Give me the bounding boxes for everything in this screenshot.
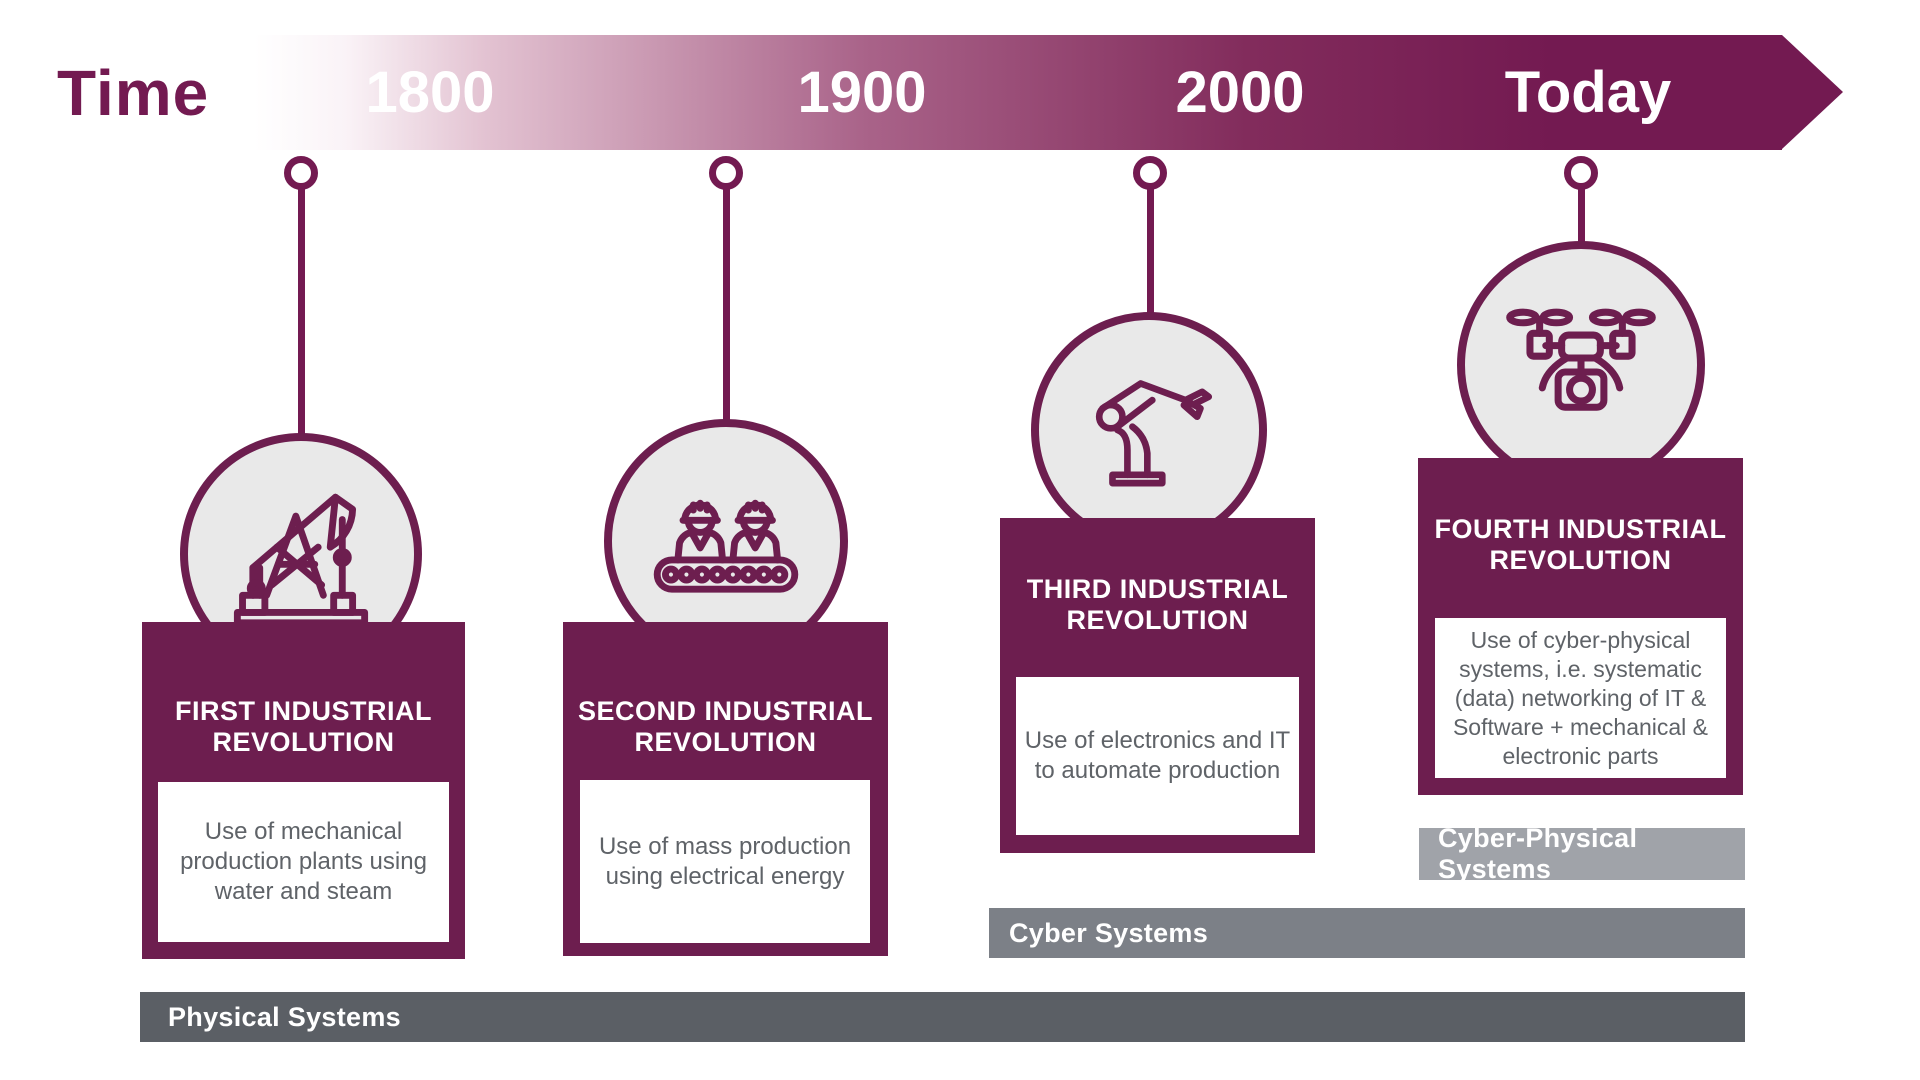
- era-circle-4: [1457, 241, 1705, 489]
- timeline-gradient-bar: [254, 35, 1782, 150]
- system-bar-cyber: Cyber Systems: [989, 908, 1745, 958]
- oil-pumpjack-icon: [233, 493, 369, 627]
- marker-stem-1: [297, 188, 305, 438]
- timeline-marker-3: [1133, 156, 1167, 190]
- marker-stem-4: [1577, 188, 1585, 246]
- year-label-1800: 1800: [365, 60, 495, 125]
- system-bar-label: Cyber-Physical Systems: [1438, 823, 1638, 884]
- card-title-line2: REVOLUTION: [1066, 605, 1249, 635]
- card-title: FIRST INDUSTRIAL REVOLUTION: [142, 696, 465, 758]
- timeline-marker-4: [1564, 156, 1598, 190]
- system-bar-cyber-physical: Cyber-Physical Systems: [1419, 823, 1745, 884]
- card-title-line1: THIRD INDUSTRIAL: [1026, 574, 1289, 604]
- system-bar-physical: Physical Systems: [140, 992, 1745, 1042]
- card-title-line1: FIRST INDUSTRIAL: [175, 696, 432, 726]
- card-title-line2: REVOLUTION: [1489, 545, 1672, 575]
- drone-icon: [1506, 308, 1656, 411]
- timeline-arrowhead: [1782, 35, 1843, 149]
- year-label-2000: 2000: [1175, 60, 1305, 125]
- era-circle-3: [1031, 312, 1267, 548]
- year-label-1900: 1900: [797, 60, 927, 125]
- system-bar-label: Cyber Systems: [1009, 917, 1209, 948]
- marker-stem-3: [1146, 188, 1154, 317]
- timeline-marker-2: [709, 156, 743, 190]
- card-title-line1: SECOND INDUSTRIAL: [577, 696, 873, 726]
- card-title: SECOND INDUSTRIAL REVOLUTION: [563, 696, 888, 758]
- card-title: THIRD INDUSTRIAL REVOLUTION: [1000, 574, 1315, 636]
- card-title: FOURTH INDUSTRIAL REVOLUTION: [1418, 514, 1743, 576]
- card-title-line2: REVOLUTION: [212, 727, 395, 757]
- card-description: Use of cyber-physical systems, i.e. syst…: [1435, 618, 1726, 778]
- system-bar-label: Physical Systems: [168, 1001, 401, 1032]
- card-description: Use of mass production using electrical …: [580, 780, 870, 943]
- card-third-industrial-revolution: THIRD INDUSTRIAL REVOLUTION Use of elect…: [1000, 518, 1315, 853]
- timeline-marker-1: [284, 156, 318, 190]
- robot-arm-icon: [1095, 380, 1213, 487]
- card-first-industrial-revolution: FIRST INDUSTRIAL REVOLUTION Use of mecha…: [142, 622, 465, 959]
- card-second-industrial-revolution: SECOND INDUSTRIAL REVOLUTION Use of mass…: [563, 622, 888, 956]
- card-fourth-industrial-revolution: FOURTH INDUSTRIAL REVOLUTION Use of cybe…: [1418, 458, 1743, 795]
- card-description: Use of electronics and IT to automate pr…: [1016, 677, 1299, 835]
- marker-stem-2: [722, 188, 730, 424]
- time-axis-label: Time: [57, 56, 210, 129]
- year-label-today: Today: [1504, 60, 1672, 125]
- assembly-line-workers-icon: [653, 499, 799, 593]
- card-title-line2: REVOLUTION: [634, 727, 817, 757]
- card-description: Use of mechanical production plants usin…: [158, 782, 449, 942]
- card-title-line1: FOURTH INDUSTRIAL: [1434, 514, 1727, 544]
